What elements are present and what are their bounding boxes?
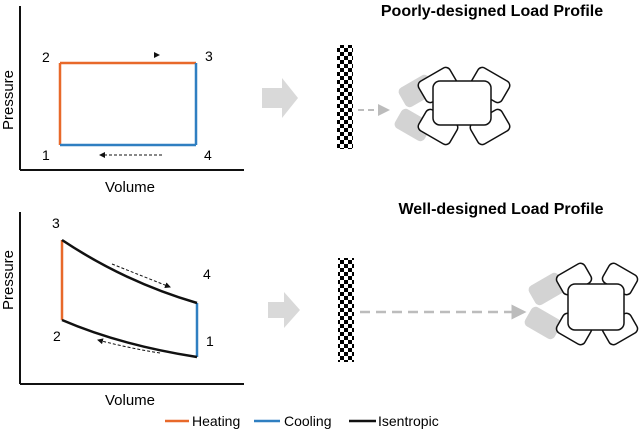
top-checkered-flag	[337, 45, 353, 149]
legend-isentropic-label: Isentropic	[378, 413, 439, 429]
bottom-isentropic-expansion	[61, 238, 198, 305]
bottom-point-4: 4	[203, 266, 211, 282]
bottom-dashed-arrow-lower	[97, 338, 161, 354]
top-point-4: 4	[204, 147, 212, 163]
top-point-2: 2	[42, 49, 50, 65]
bottom-point-1: 1	[206, 333, 214, 349]
bottom-y-axis-label: Pressure	[0, 250, 17, 310]
top-pv-diagram: Pressure Volume 1 2 3 4	[0, 6, 244, 196]
bottom-isentropic-compression	[61, 318, 198, 359]
legend-heating-label: Heating	[192, 413, 240, 429]
top-point-1: 1	[42, 147, 50, 163]
bottom-point-3: 3	[52, 215, 60, 231]
bottom-x-axis-label: Volume	[105, 392, 155, 409]
top-title: Poorly-designed Load Profile	[381, 3, 603, 20]
top-flow-arrow	[262, 78, 298, 118]
top-x-axis-label: Volume	[105, 179, 155, 196]
bottom-checkered-flag	[338, 258, 354, 362]
bottom-dashed-arrow-upper	[111, 263, 171, 288]
legend: Heating Cooling Isentropic	[165, 413, 439, 429]
legend-cooling-label: Cooling	[284, 413, 331, 429]
top-car-icon	[417, 66, 511, 146]
bottom-pv-diagram: Pressure Volume 1 2 3 4	[0, 212, 244, 409]
top-y-axis-label: Pressure	[0, 70, 17, 130]
bottom-car-icon	[555, 262, 639, 346]
top-point-3: 3	[205, 48, 213, 64]
bottom-title: Well-designed Load Profile	[398, 201, 603, 218]
bottom-point-2: 2	[53, 328, 61, 344]
bottom-flow-arrow	[268, 292, 300, 328]
top-direction-arrow	[154, 52, 160, 58]
